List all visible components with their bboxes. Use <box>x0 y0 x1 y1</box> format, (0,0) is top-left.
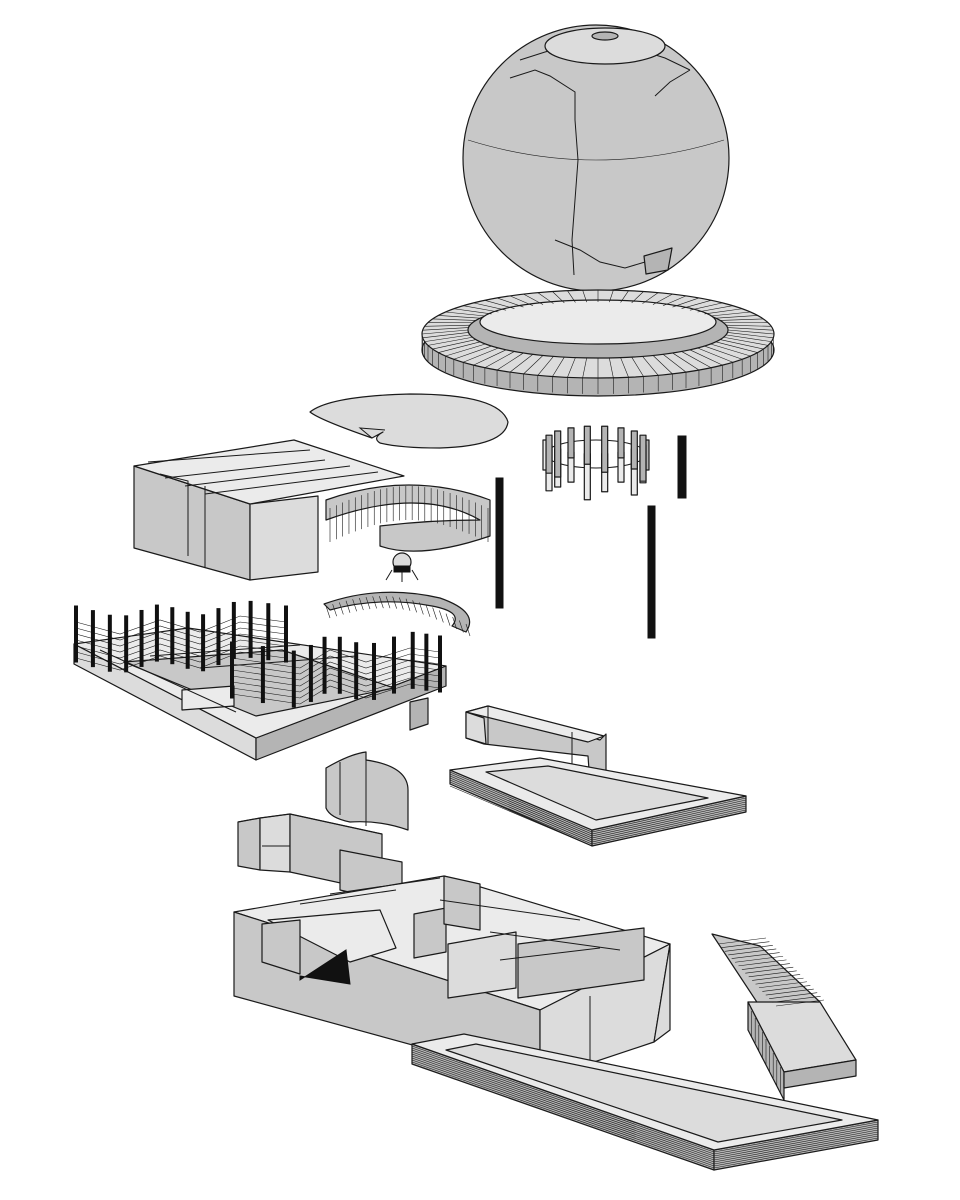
upper-floor-plate <box>73 627 447 761</box>
box-volume <box>133 439 405 581</box>
lower-walls <box>233 875 671 1081</box>
ring-base <box>421 289 775 397</box>
roof-disc <box>309 393 509 449</box>
curved-panel <box>325 751 409 831</box>
column-short <box>677 435 687 499</box>
small-figure <box>385 552 419 582</box>
base-platform <box>411 1033 879 1171</box>
bridge-platform <box>449 757 747 847</box>
bridge-volume <box>465 705 607 785</box>
spiral-stair <box>323 591 471 637</box>
railings <box>74 600 442 708</box>
ground-stair <box>711 933 857 1101</box>
column-tall-right <box>647 505 656 639</box>
column-drum <box>542 425 650 501</box>
column-tall-left <box>495 477 504 609</box>
curved-wall <box>325 484 491 552</box>
sphere <box>462 24 730 292</box>
